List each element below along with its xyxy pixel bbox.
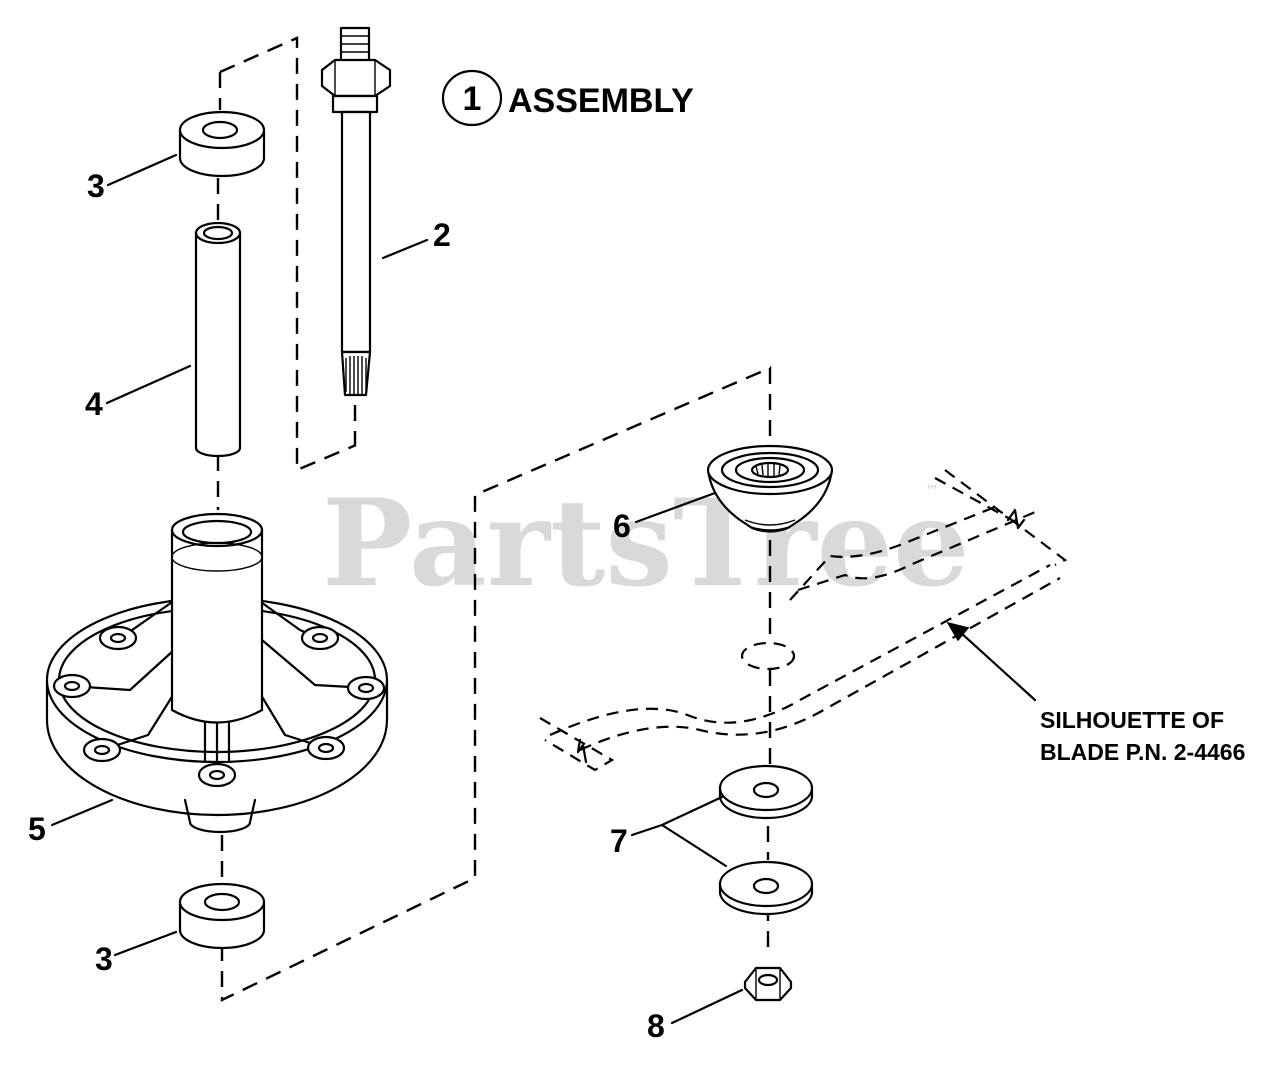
part-8-hex-nut (743, 966, 793, 1002)
assembly-title: 1 ASSEMBLY (441, 69, 694, 127)
callout-7: 7 (610, 823, 628, 859)
title-label: ASSEMBLY (508, 82, 694, 120)
part-5-spindle-housing (45, 512, 389, 834)
blade-note-line1: SILHOUETTE OF (1040, 707, 1224, 733)
callout-5: 5 (28, 811, 46, 847)
title-circle (441, 69, 503, 127)
housing-bolt-holes (52, 625, 386, 788)
part-6-bearing-cup (706, 444, 834, 533)
dashed-bracket-left (216, 36, 772, 1002)
part-7-washer-top (718, 764, 814, 820)
part-3-bushing-bottom (178, 882, 266, 950)
callout-4: 4 (85, 386, 103, 422)
watermark: PartsTree (322, 473, 969, 614)
callout-6: 6 (613, 508, 631, 544)
leader-lines (50, 153, 1037, 1025)
part-3-bushing-top (178, 110, 266, 178)
part-2-spindle-shaft (320, 26, 392, 397)
blade-note-line2: BLADE P.N. 2-4466 (1040, 739, 1245, 765)
blade-silhouette (539, 469, 1068, 772)
callout-3-top: 3 (87, 168, 105, 204)
part-7-washer-bottom (718, 860, 814, 916)
callout-3-bottom: 3 (95, 941, 113, 977)
callout-2: 2 (433, 217, 451, 253)
callout-8: 8 (647, 1008, 665, 1044)
watermark-tm: ™ (925, 483, 939, 499)
title-circle-number: 1 (463, 80, 482, 118)
part-4-spacer-tube (194, 221, 242, 458)
